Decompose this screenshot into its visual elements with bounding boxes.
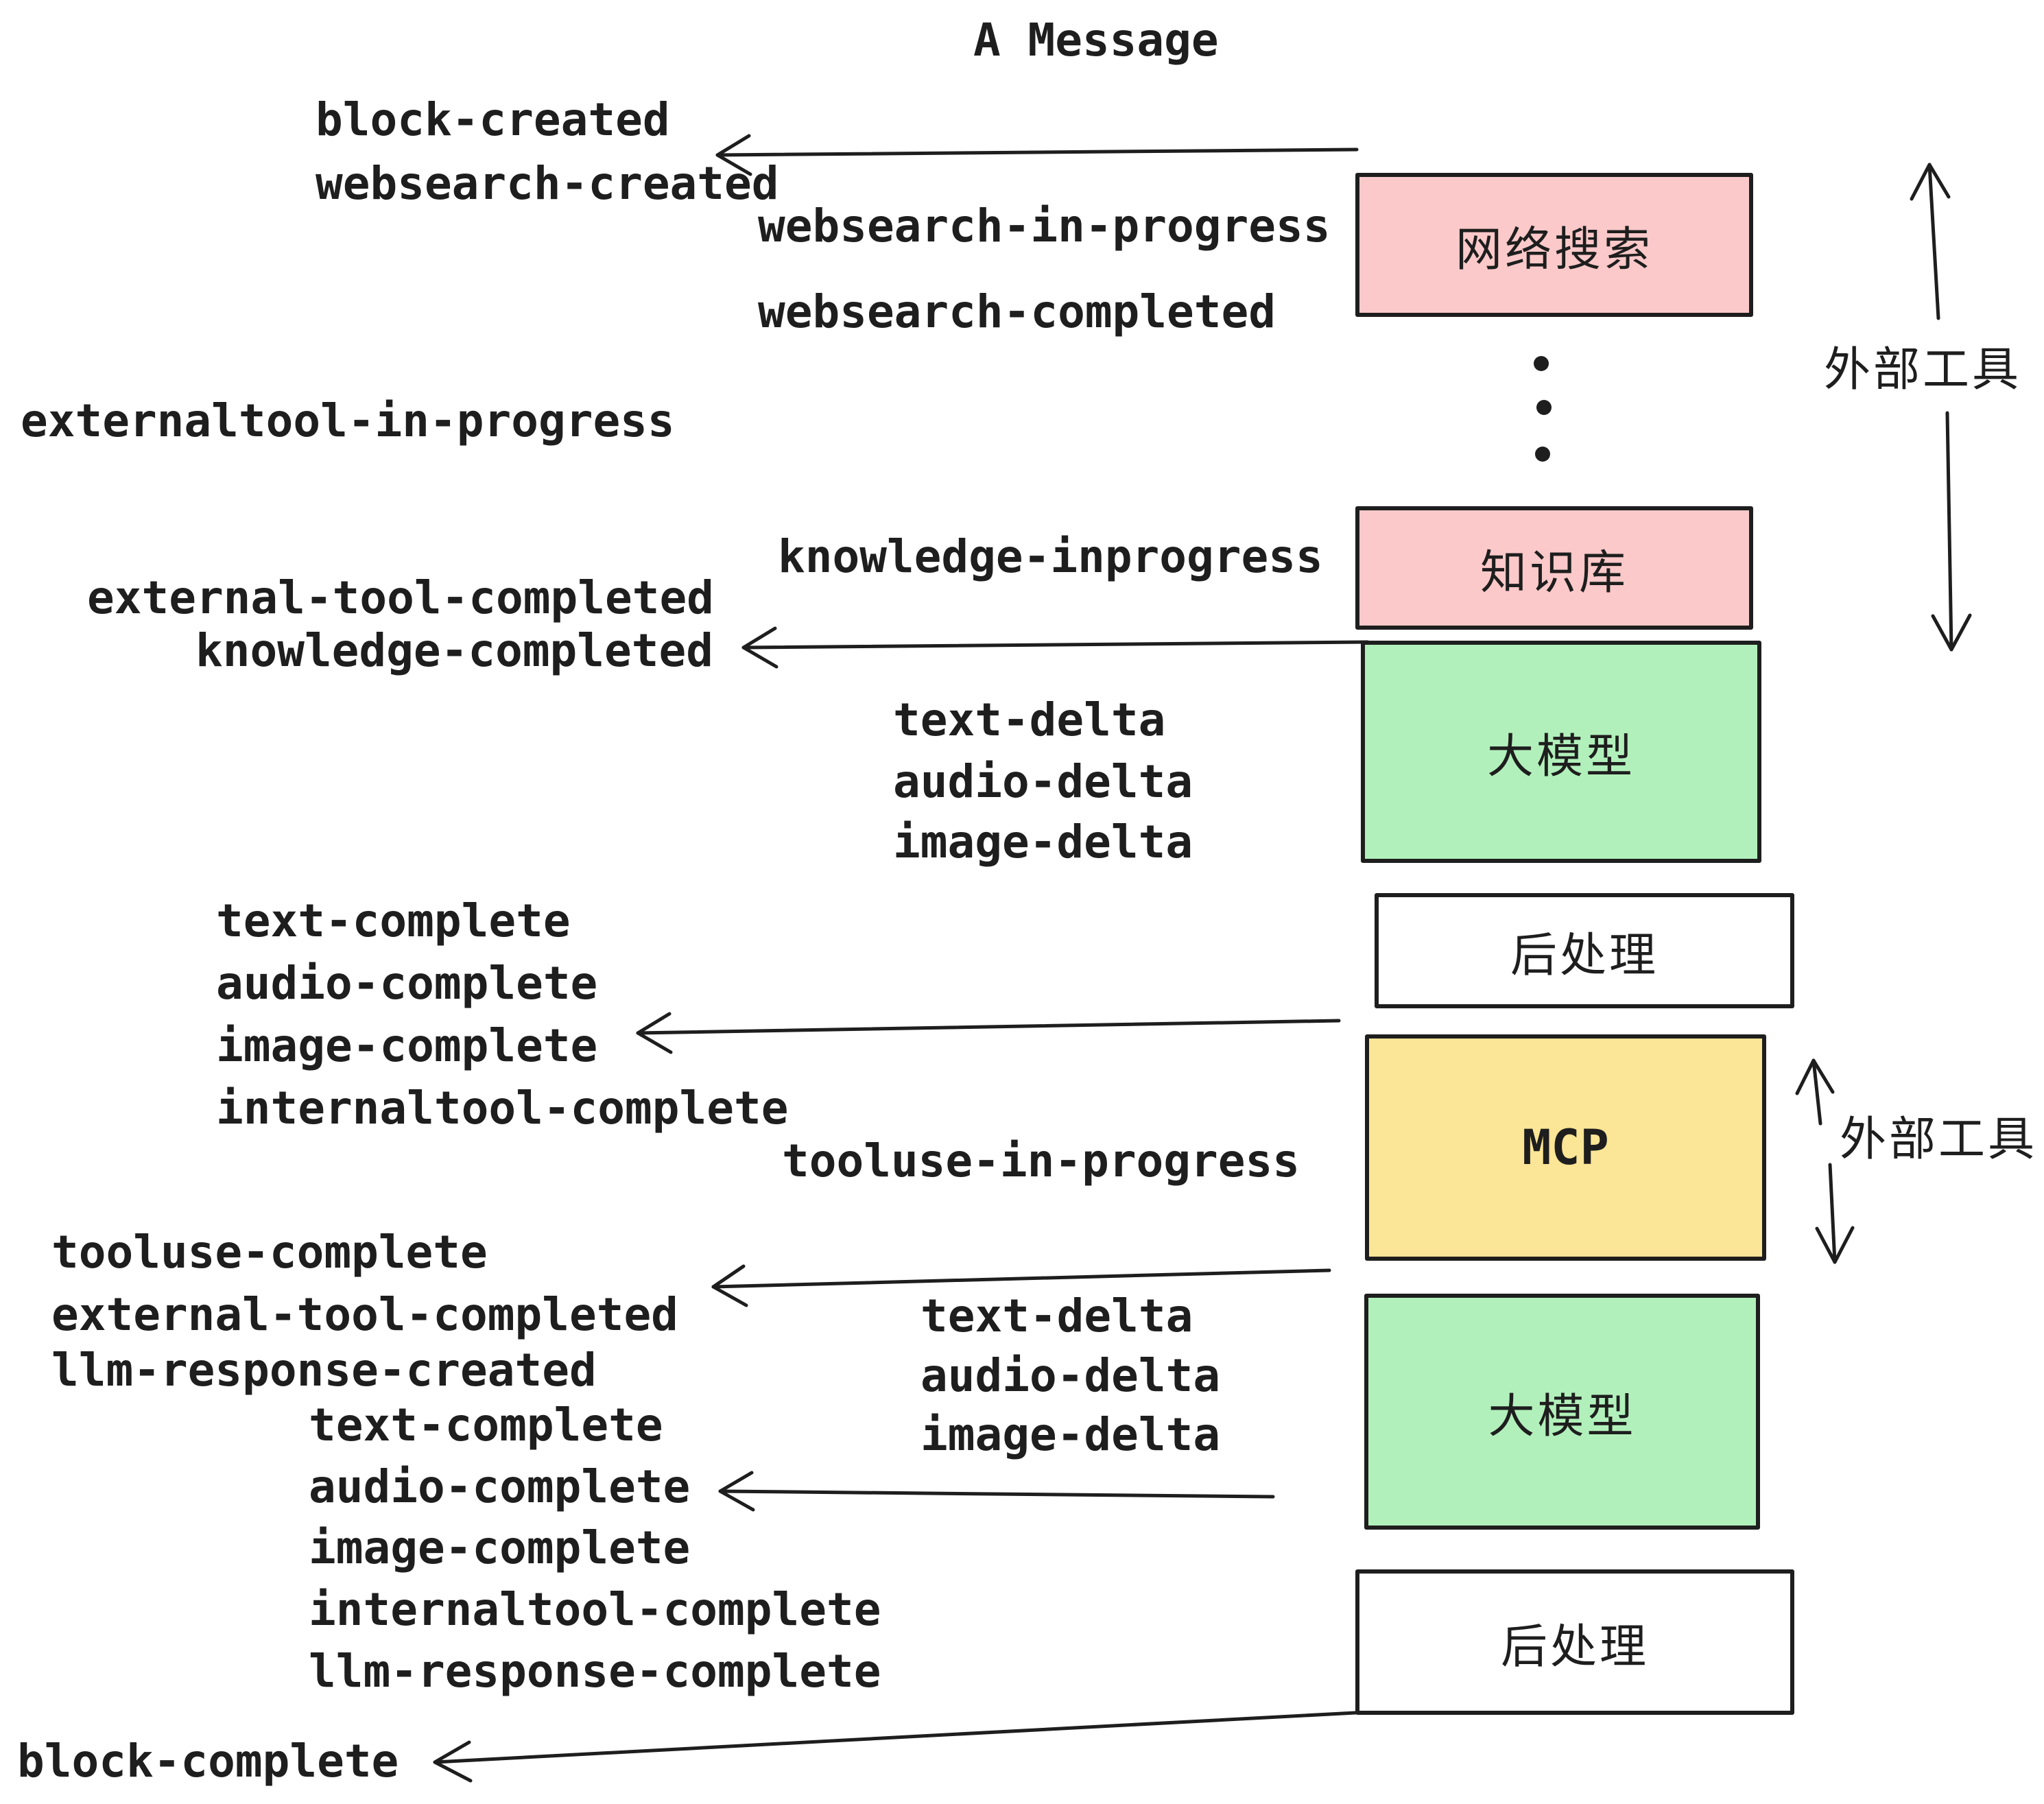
box-mcp: MCP xyxy=(1365,1034,1766,1261)
box-knowledge-label: 知识库 xyxy=(1479,545,1628,600)
event-label-internaltool-complete-1: internaltool-complete xyxy=(216,1082,789,1135)
event-label-image-complete-1: image-complete xyxy=(216,1019,598,1072)
arrow-block-complete xyxy=(433,1711,1357,1783)
box-llm-1: 大模型 xyxy=(1361,641,1761,863)
external-tools-upper-arrow-up xyxy=(1910,163,1951,320)
event-label-tooluse-in-progress: tooluse-in-progress xyxy=(782,1135,1300,1187)
arrow-knowledge-completed xyxy=(741,626,1370,669)
page-title: A Message xyxy=(973,14,1219,67)
event-label-websearch-completed: websearch-completed xyxy=(758,285,1276,338)
arrow-llm-complete xyxy=(718,1471,1275,1512)
event-label-text-complete-2: text-complete xyxy=(309,1399,663,1451)
event-label-knowledge-inprogress: knowledge-inprogress xyxy=(778,530,1323,583)
event-label-tooluse-complete: tooluse-complete xyxy=(51,1226,488,1279)
box-postprocess-2-label: 后处理 xyxy=(1500,1619,1649,1674)
box-websearch-label: 网络搜索 xyxy=(1455,222,1653,277)
event-label-knowledge-completed: knowledge-completed xyxy=(195,624,713,677)
external-tools-lower-arrow-up xyxy=(1795,1058,1835,1126)
event-label-external-tool-completed-2: external-tool-completed xyxy=(51,1288,678,1341)
event-label-text-complete-1: text-complete xyxy=(216,894,571,947)
event-label-text-delta-1: text-delta xyxy=(893,693,1166,746)
box-mcp-label: MCP xyxy=(1522,1119,1609,1176)
event-label-websearch-created: websearch-created xyxy=(316,157,779,210)
event-label-externaltool-in-progress: externaltool-in-progress xyxy=(21,394,675,447)
ellipsis-dots xyxy=(1534,356,1552,462)
event-label-external-tool-completed: external-tool-completed xyxy=(87,571,714,624)
event-label-block-created: block-created xyxy=(316,93,670,146)
box-llm-2: 大模型 xyxy=(1364,1294,1760,1530)
event-label-websearch-in-progress: websearch-in-progress xyxy=(758,200,1331,252)
external-tools-upper-label: 外部工具 xyxy=(1824,343,2022,397)
arrow-internal-complete xyxy=(636,1012,1341,1054)
external-tools-upper-arrow-down xyxy=(1931,411,1972,652)
box-postprocess-2: 后处理 xyxy=(1355,1569,1794,1715)
event-label-image-delta-1: image-delta xyxy=(893,816,1193,868)
event-label-image-delta-2: image-delta xyxy=(920,1408,1221,1461)
box-websearch: 网络搜索 xyxy=(1355,173,1753,317)
event-label-llm-response-complete: llm-response-complete xyxy=(309,1645,881,1698)
event-label-audio-complete-2: audio-complete xyxy=(309,1460,691,1513)
external-tools-lower-arrow-down xyxy=(1815,1163,1855,1264)
event-label-llm-response-created: llm-response-created xyxy=(51,1344,597,1397)
event-label-text-delta-2: text-delta xyxy=(920,1290,1193,1342)
box-llm-2-label: 大模型 xyxy=(1488,1389,1637,1444)
event-label-block-complete: block-complete xyxy=(17,1735,399,1788)
event-label-audio-delta-2: audio-delta xyxy=(920,1349,1221,1402)
box-postprocess-1-label: 后处理 xyxy=(1510,928,1659,983)
external-tools-lower-label: 外部工具 xyxy=(1840,1113,2038,1167)
box-llm-1-label: 大模型 xyxy=(1486,729,1635,784)
box-knowledge-base: 知识库 xyxy=(1355,506,1753,630)
event-label-image-complete-2: image-complete xyxy=(309,1521,691,1574)
event-label-audio-delta-1: audio-delta xyxy=(893,755,1193,808)
event-label-audio-complete-1: audio-complete xyxy=(216,957,598,1010)
event-label-internaltool-complete-2: internaltool-complete xyxy=(309,1583,881,1636)
box-postprocess-1: 后处理 xyxy=(1375,893,1794,1008)
arrow-websearch-created xyxy=(715,134,1359,176)
